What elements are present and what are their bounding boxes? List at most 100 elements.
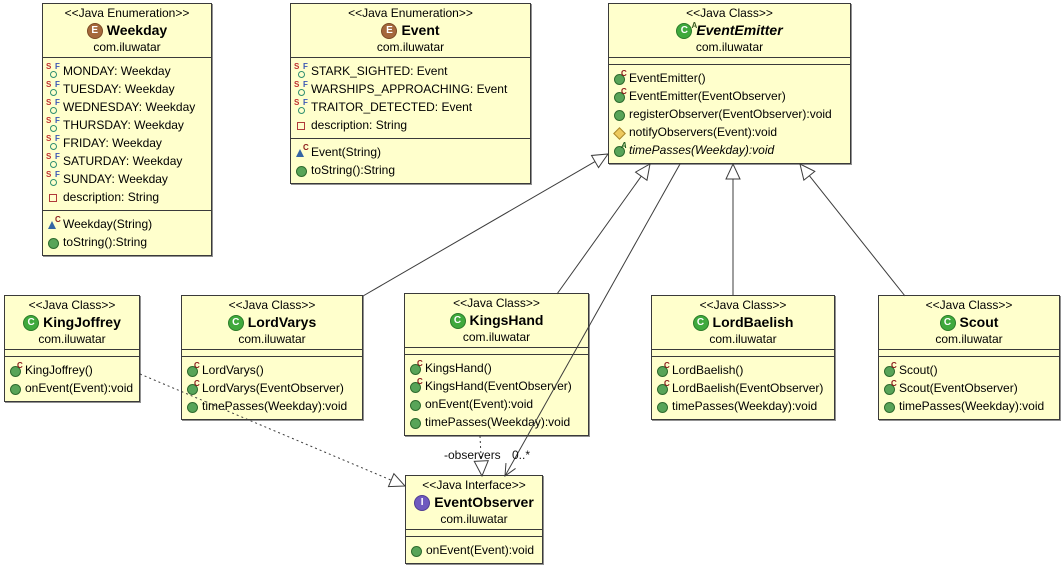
public-constructor-icon: C (408, 359, 425, 376)
field-text: WEDNESDAY: Weekday (63, 100, 196, 114)
stereotype-label: <<Java Class>> (925, 298, 1013, 312)
method-text: timePasses(Weekday):void (672, 399, 818, 413)
method-text: LordVarys(EventObserver) (202, 381, 344, 395)
hollow-triangle-arrowhead-icon (725, 162, 741, 180)
public-constructor-icon: C (8, 361, 25, 378)
abstract-method-icon: A (612, 141, 629, 158)
public-method-icon (408, 397, 425, 412)
field-text: description: String (311, 118, 408, 132)
package-label: com.iluwatar (38, 332, 106, 346)
public-method-icon (8, 381, 25, 396)
class-name: KingJoffrey (43, 314, 121, 330)
private-field-icon (294, 118, 311, 133)
method-row: toString():String (46, 233, 208, 251)
method-text: notifyObservers(Event):void (629, 125, 778, 139)
public-method-icon (612, 107, 629, 122)
edge-scout-extends-eventemitter (799, 163, 906, 297)
method-row: timePasses(Weekday):void (882, 397, 1056, 415)
edge-kingshand-implements-eventobserver (473, 435, 490, 478)
field-text: MONDAY: Weekday (63, 64, 171, 78)
public-constructor-icon: C (882, 361, 899, 378)
constructor-icon: C (46, 215, 63, 232)
method-row: timePasses(Weekday):void (185, 397, 359, 415)
method-text: LordVarys() (202, 363, 264, 377)
class-name: LordBaelish (712, 314, 794, 330)
method-text: timePasses(Weekday):void (425, 415, 571, 429)
method-row: timePasses(Weekday):void (655, 397, 831, 415)
method-row: onEvent(Event):void (409, 541, 539, 559)
field-text: description: String (63, 190, 160, 204)
field-text: STARK_SIGHTED: Event (311, 64, 448, 78)
method-text: Scout() (899, 363, 938, 377)
stereotype-label: <<Java Class>> (228, 298, 316, 312)
method-row: toString():String (294, 161, 527, 179)
private-field-icon (46, 190, 63, 205)
field-text: SATURDAY: Weekday (63, 154, 183, 168)
class-name: Event (401, 22, 440, 38)
fields-compartment (406, 529, 542, 536)
field-text: TUESDAY: Weekday (63, 82, 175, 96)
public-constructor-icon: C (882, 379, 899, 396)
method-text: Scout(EventObserver) (899, 381, 1018, 395)
fields-compartment (405, 347, 588, 354)
constructor-icon: C (294, 143, 311, 160)
public-method-icon (46, 235, 63, 250)
public-method-icon (294, 163, 311, 178)
method-text: onEvent(Event):void (425, 397, 534, 411)
field-text: TRAITOR_DETECTED: Event (311, 100, 473, 114)
method-row: onEvent(Event):void (408, 395, 585, 413)
stereotype-label: <<Java Class>> (699, 298, 787, 312)
method-text: LordBaelish() (672, 363, 744, 377)
enum-icon: E (86, 22, 103, 39)
public-constructor-icon: C (612, 69, 629, 86)
package-label: com.iluwatar (935, 332, 1003, 346)
public-constructor-icon: C (655, 379, 672, 396)
method-row: onEvent(Event):void (8, 379, 136, 397)
method-text: timePasses(Weekday):void (202, 399, 348, 413)
stereotype-label: <<Java Class>> (686, 6, 773, 20)
package-label: com.iluwatar (709, 332, 777, 346)
package-label: com.iluwatar (462, 330, 531, 344)
method-text: registerObserver(EventObserver):void (629, 107, 832, 121)
method-text: toString():String (311, 163, 396, 177)
class-icon: C (939, 314, 956, 331)
class-name: EventEmitter (696, 22, 783, 38)
edge-kingshand-extends-eventemitter (556, 163, 651, 295)
stereotype-label: <<Java Interface>> (422, 478, 526, 492)
fields-compartment (609, 57, 850, 64)
enum-icon: E (381, 22, 398, 39)
class-name: Weekday (106, 22, 168, 38)
field-row: description: String (46, 188, 208, 206)
